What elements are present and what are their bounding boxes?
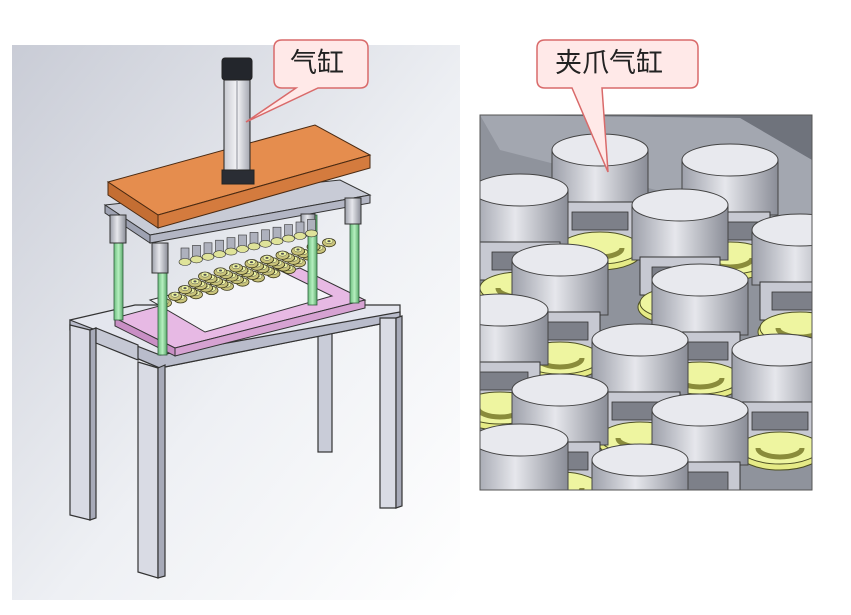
tray-part (198, 271, 212, 281)
detail-gripper (751, 213, 812, 351)
guide-columns (113, 194, 360, 356)
hanging-gripper (270, 226, 284, 245)
cylinder-label: 气缸 (290, 48, 344, 79)
hanging-gripper (201, 242, 215, 261)
tray-part (291, 246, 305, 256)
tray-part (178, 284, 192, 295)
hanging-gripper (213, 239, 226, 258)
detail-gripper (480, 423, 569, 490)
hanging-grippers (178, 219, 318, 266)
detail-gripper (591, 443, 689, 490)
cylinder-callout (245, 39, 369, 123)
hanging-gripper (224, 237, 238, 256)
hanging-gripper (259, 229, 272, 248)
tray-part (244, 258, 259, 269)
tray-part (188, 278, 202, 288)
tray-part (168, 291, 182, 301)
gripper-cylinder-label: 夹爪气缸 (555, 48, 663, 79)
hanging-gripper (247, 232, 261, 251)
hanging-gripper (282, 224, 295, 243)
tray-part (260, 254, 274, 264)
hanging-gripper (236, 234, 249, 253)
hanging-gripper (190, 245, 203, 264)
table-frame (69, 304, 403, 579)
hanging-gripper (305, 219, 318, 238)
detail-grippers (480, 133, 812, 490)
machine-overview (12, 39, 460, 600)
gripper-detail-view (479, 39, 813, 491)
tray-part (322, 238, 336, 248)
tray-part (229, 263, 243, 273)
tray-part (275, 250, 290, 260)
main-cylinder (221, 57, 255, 185)
tray-part (213, 267, 228, 277)
gripper-cylinder-callout (536, 39, 699, 173)
hanging-gripper (178, 247, 192, 266)
detail-gripper (731, 333, 812, 471)
hanging-gripper (293, 221, 307, 240)
